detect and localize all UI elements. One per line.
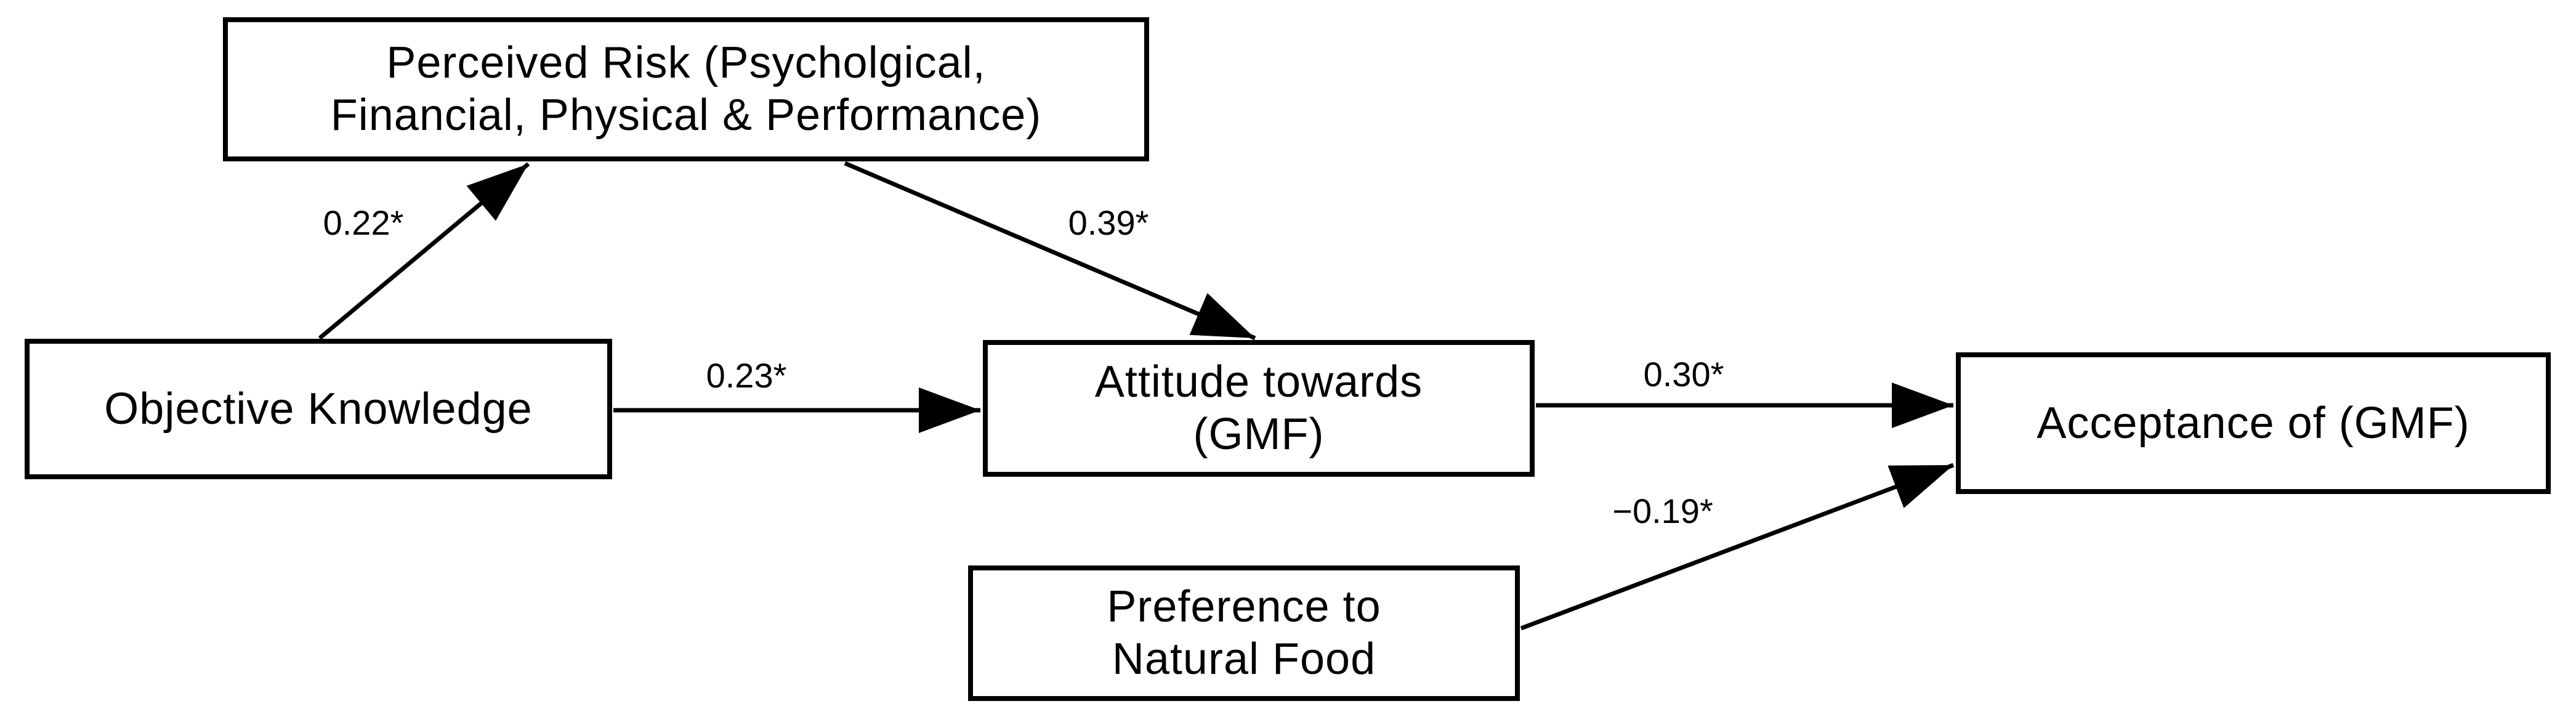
path-coefficient-objective-to-attitude: 0.23* [706,356,787,395]
node-objective-knowledge: Objective Knowledge [25,339,612,479]
node-label-line: Natural Food [1112,634,1376,684]
node-attitude-gmf: Attitude towards (GMF) [983,340,1535,477]
node-label-line: Preference to [1107,582,1381,632]
path-coefficient-preference-to-acceptance: −0.19* [1612,492,1713,530]
node-label-line: Financial, Physical & Performance) [330,91,1042,140]
path-coefficient-objective-to-perceived: 0.22* [323,203,404,242]
node-label-line: Acceptance of (GMF) [2037,398,2470,448]
path-coefficient-perceived-to-attitude: 0.39* [1068,203,1149,242]
path-coefficient-attitude-to-acceptance: 0.30* [1643,355,1724,394]
node-label-line: Objective Knowledge [104,384,533,434]
arrow-preference-natural-food-to-acceptance-gmf [1520,463,1955,631]
node-perceived-risk: Perceived Risk (Psycholgical, Financial,… [223,17,1149,161]
arrow-objective-knowledge-to-perceived-risk [318,162,530,340]
node-label-line: Attitude towards [1094,357,1423,407]
node-label-line: Perceived Risk (Psycholgical, [386,38,986,88]
node-label-line: (GMF) [1193,410,1325,459]
arrow-perceived-risk-to-attitude-gmf [844,161,1256,341]
node-preference-natural-food: Preference to Natural Food [968,565,1520,701]
node-acceptance-gmf: Acceptance of (GMF) [1956,352,2551,494]
